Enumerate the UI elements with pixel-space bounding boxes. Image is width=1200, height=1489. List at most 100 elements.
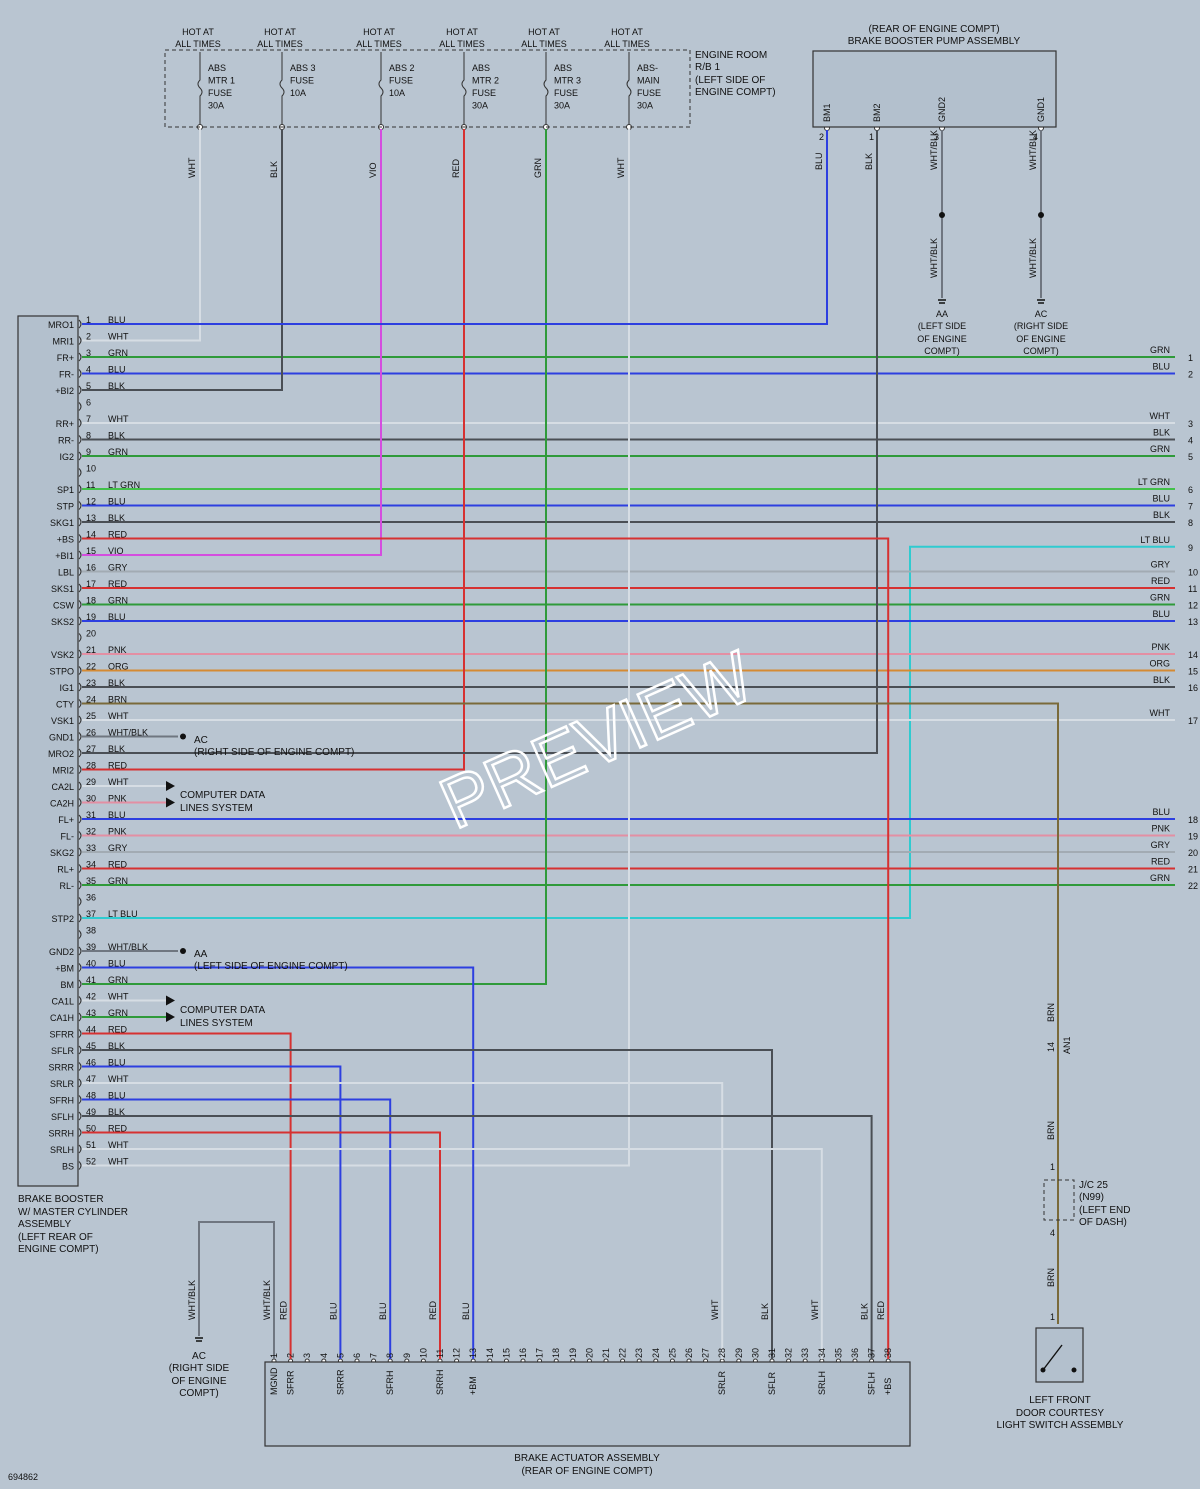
pin-name-GND1: GND1: [49, 733, 74, 743]
actuator-pin-number: 5: [335, 1353, 345, 1358]
pump-title: BRAKE BOOSTER PUMP ASSEMBLY: [848, 36, 1021, 47]
wire-act-38: [82, 537, 890, 1359]
actuator-pin-number: 26: [684, 1348, 694, 1358]
door-switch-terminal-2: [1071, 1367, 1077, 1373]
pin-name-SRRH: SRRH: [48, 1129, 74, 1139]
ref-wire-color: BLU: [1152, 362, 1170, 372]
actuator-pin-number: 18: [551, 1348, 561, 1358]
pin-wire-color: BLK: [108, 1041, 125, 1051]
door-switch-terminal: [1040, 1367, 1046, 1373]
wire-fuse-4: [82, 129, 465, 771]
pin-number: 33: [86, 843, 96, 853]
pin-wire-color: WHT: [108, 332, 129, 342]
ref-number: 22: [1188, 881, 1198, 891]
pin-number: 45: [86, 1041, 96, 1051]
ref-wire-color: PNK: [1151, 824, 1170, 834]
pin-wire-color: WHT: [108, 1074, 129, 1084]
pin-contact: [78, 1078, 82, 1088]
pin-name-SKS1: SKS1: [51, 584, 74, 594]
wire-act-2: [82, 1032, 292, 1359]
actuator-wire-color: RED: [876, 1300, 886, 1320]
pin-number: 34: [86, 860, 96, 870]
fuse-label: 10A: [290, 88, 306, 98]
pin-number: 9: [86, 447, 91, 457]
fuse-hot-label: ALL TIMES: [521, 39, 567, 49]
pin-contact: [78, 484, 82, 494]
connector-body: [17, 315, 79, 1187]
door-switch-label-2: DOOR COURTESY: [1016, 1408, 1104, 1419]
actuator-pin-number: 36: [850, 1348, 860, 1358]
ref-number: 14: [1188, 650, 1198, 660]
fuse-label: FUSE: [208, 88, 232, 98]
fuse-label: ABS 2: [389, 63, 415, 73]
pump-wire-color: BLK: [864, 153, 874, 170]
actuator-pin-name: SFRH: [385, 1371, 395, 1396]
pin-number: 17: [86, 579, 96, 589]
fuse-label: FUSE: [554, 88, 578, 98]
actuator-pin-number: 8: [385, 1353, 395, 1358]
fuse-hot-label: HOT AT: [363, 27, 395, 37]
actuator-pin-name: +BM: [468, 1376, 478, 1395]
fuse-wire-color: BLK: [269, 161, 279, 178]
fuse-wire-color: WHT: [616, 157, 626, 178]
actuator-pin-number: 15: [501, 1348, 511, 1358]
ground-symbol-bottom: [195, 1337, 203, 1342]
pin-wire-color: BLU: [108, 1091, 126, 1101]
pin-wire-color: GRN: [108, 876, 128, 886]
pin-number: 41: [86, 975, 96, 985]
actuator-pin-number: 38: [883, 1348, 893, 1358]
pin-name-STP: STP: [56, 502, 74, 512]
pin-number: 39: [86, 942, 96, 952]
footer-id: 694862: [8, 1472, 38, 1482]
pin-wire-color: BLU: [108, 315, 126, 325]
pin-contact: [78, 732, 82, 741]
note-ac-id: AC: [194, 735, 208, 746]
pin-name-CA2L: CA2L: [51, 782, 74, 792]
fuse-symbol: [626, 52, 632, 129]
pin-contact: [78, 781, 82, 791]
pin-contact: [78, 930, 82, 939]
an1-label: AN1: [1062, 1036, 1072, 1054]
arrow-icon: [166, 995, 175, 1006]
pin-wire-color: PNK: [108, 827, 127, 837]
relay-box-label-2: R/B 1: [695, 62, 720, 73]
pin-contact: [78, 385, 82, 395]
actuator-pin-name: MGND: [269, 1367, 279, 1395]
ref-number: 12: [1188, 601, 1198, 611]
actuator-pin-number: 12: [452, 1348, 462, 1358]
actuator-pin-name: +BS: [883, 1378, 893, 1395]
pin-wire-color: WHT/BLK: [108, 942, 148, 952]
pin-wire-color: BLU: [108, 365, 126, 375]
connector-label-4: (LEFT REAR OF: [18, 1232, 93, 1243]
door-switch-body: [1035, 1327, 1084, 1383]
pin-name-STP2: STP2: [51, 914, 74, 924]
pin-number: 40: [86, 959, 96, 969]
pin-contact: [78, 633, 82, 642]
ground-symbol-ac: [180, 733, 186, 740]
actuator-pin-number: 30: [750, 1348, 760, 1358]
actuator-pin-number: 11: [435, 1349, 445, 1358]
fuse-wire-color: RED: [451, 158, 461, 178]
actuator-pin-number: 34: [817, 1348, 827, 1358]
pin-name-SKG2: SKG2: [50, 848, 74, 858]
fuse-label: FUSE: [472, 88, 496, 98]
pin-wire-color: BLK: [108, 744, 125, 754]
pin-contact: [78, 468, 82, 477]
ref-number: 3: [1188, 419, 1193, 429]
ref-wire-color: GRN: [1150, 873, 1170, 883]
pin-name-GND2: GND2: [49, 947, 74, 957]
fuse-symbol: [461, 52, 467, 129]
pump-pin-name: GND1: [1036, 97, 1046, 122]
pin-contact: [78, 979, 82, 989]
connector-label-5: ENGINE COMPT): [18, 1244, 99, 1255]
pin-contact: [78, 831, 82, 840]
pin-wire-color: BLK: [108, 678, 125, 688]
pin-number: 15: [86, 546, 96, 556]
brn-wire-color-2: BRN: [1046, 1121, 1056, 1140]
fuse-label: ABS: [554, 63, 572, 73]
pump-wire-color: WHT/BLK: [1028, 130, 1038, 170]
actuator-pin-number: 2: [286, 1353, 296, 1358]
pin-name-CA1H: CA1H: [50, 1013, 74, 1023]
pin-contact: [78, 583, 82, 593]
pin-wire-color: WHT: [108, 777, 129, 787]
